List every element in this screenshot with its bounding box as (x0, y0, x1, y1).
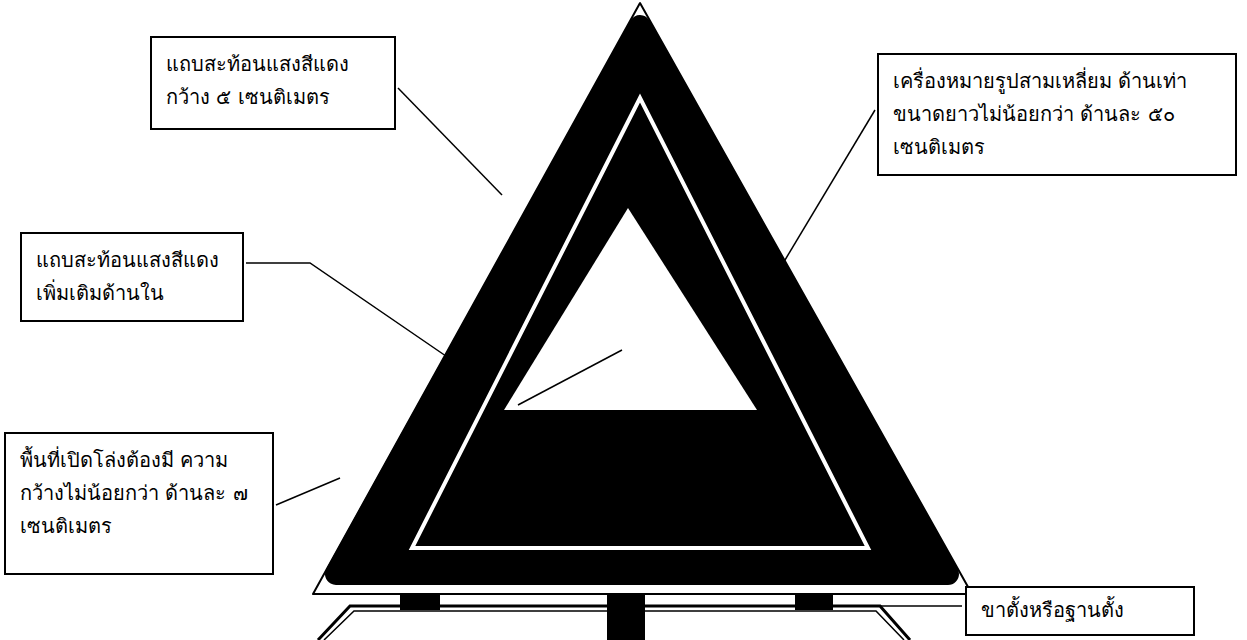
leader-line (246, 263, 478, 378)
callout-text: แถบสะท้อนแสงสีแดง เพิ่มเติมด้านใน (36, 244, 228, 310)
callout-text: แถบสะท้อนแสงสีแดง กว้าง ๕ เซนติเมตร (166, 48, 380, 114)
open-area (504, 208, 757, 410)
callout-box: พื้นที่เปิดโล่งต้องมี ความกว้างไม่น้อยกว… (4, 432, 274, 575)
callout-text: พื้นที่เปิดโล่งต้องมี ความกว้างไม่น้อยกว… (20, 444, 258, 543)
callout-box: เครื่องหมายรูปสามเหลี่ยม ด้านเท่า ขนาดยา… (877, 53, 1237, 176)
triangle-outline (313, 3, 972, 594)
leader-line (398, 88, 502, 195)
reflective-band (336, 26, 948, 574)
callout-box: แถบสะท้อนแสงสีแดง กว้าง ๕ เซนติเมตร (150, 36, 396, 130)
callout-box: ขาตั้งหรือฐานตั้ง (965, 586, 1195, 636)
callout-box: แถบสะท้อนแสงสีแดง เพิ่มเติมด้านใน (20, 232, 244, 322)
leader-line (770, 110, 875, 285)
leader-line (880, 605, 962, 607)
inner-reflective-line (412, 98, 868, 548)
leader-line (276, 478, 340, 505)
callout-text: เครื่องหมายรูปสามเหลี่ยม ด้านเท่า ขนาดยา… (893, 65, 1221, 164)
callout-text: ขาตั้งหรือฐานตั้ง (981, 594, 1179, 627)
leader-line (518, 350, 622, 405)
